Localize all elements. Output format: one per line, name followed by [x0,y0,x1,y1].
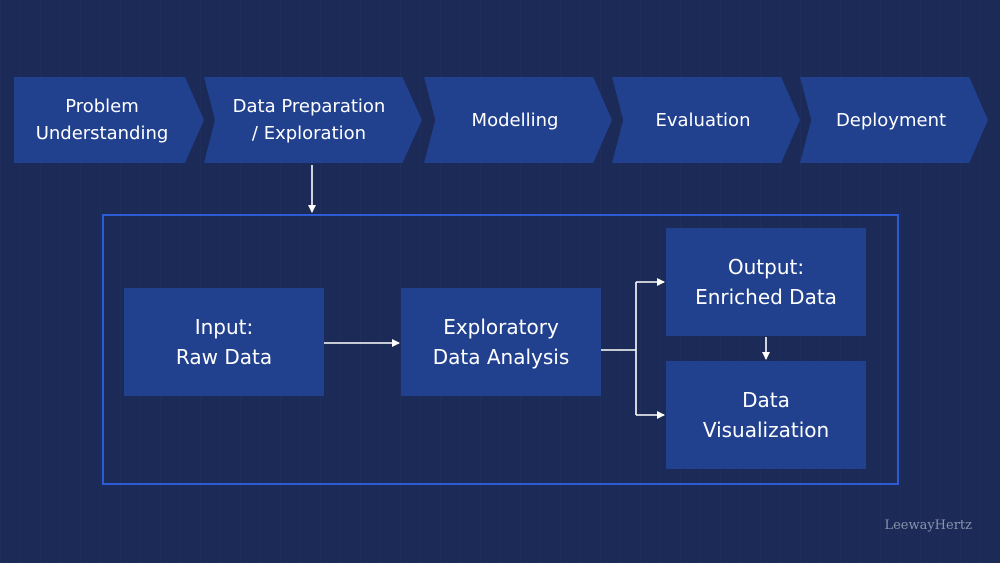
box-label-line2: Visualization [702,418,830,442]
step-deployment: Deployment [800,77,988,163]
step-label: Deployment [835,109,947,131]
box-label-line2: Enriched Data [695,285,837,309]
box-label-line1: Data [742,388,790,412]
step-label-line2: / Exploration [251,123,367,144]
box-label-line1: Exploratory [443,315,559,339]
step-data-preparation: Data Preparation / Exploration [204,77,422,163]
exploratory-data-analysis-box: Exploratory Data Analysis [401,288,601,396]
box-label-line1: Input: [194,315,254,339]
step-label-line1: Problem [65,96,139,117]
box-label-line2: Raw Data [175,345,273,369]
output-enriched-data-box: Output: Enriched Data [666,228,866,336]
data-visualization-box: Data Visualization [666,361,866,469]
input-raw-data-box: Input: Raw Data [124,288,324,396]
step-problem-understanding: Problem Understanding [14,77,204,163]
step-evaluation: Evaluation [612,77,800,163]
step-label-line1: Data Preparation [232,96,386,117]
step-label-line2: Understanding [35,123,169,144]
box-label-line2: Data Analysis [432,345,570,369]
box-label-line1: Output: [727,255,805,279]
brand-watermark: LeewayHertz [884,518,972,533]
step-label: Modelling [471,109,559,131]
step-modelling: Modelling [424,77,612,163]
step-label: Evaluation [655,109,751,131]
detail-frame [102,214,899,485]
